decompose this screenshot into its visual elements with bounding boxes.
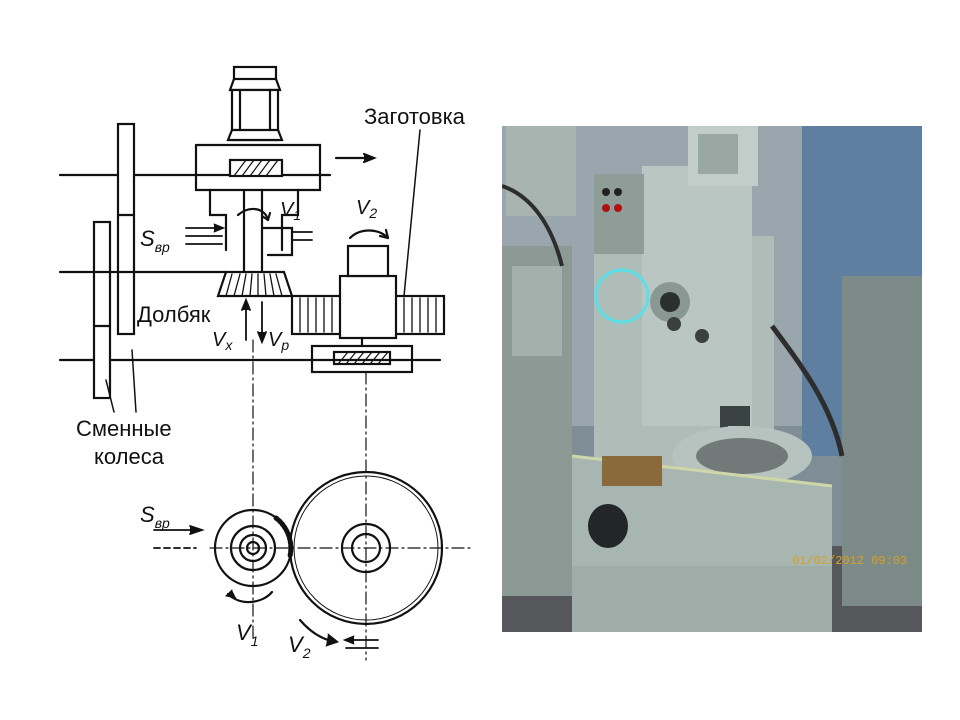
label-change-gears-1: Сменные: [76, 416, 172, 441]
label-v1-bottom: V1: [236, 620, 258, 649]
label-v2-top: V2: [356, 197, 377, 221]
spindle-motor: [226, 65, 284, 142]
label-feed-bottom: Sвр: [140, 502, 170, 531]
lower-table: [58, 344, 442, 374]
gear-shaping-diagram: Заготовка Долбяк Сменные колеса Sвр V1 V…: [58, 65, 471, 661]
control-panel: [594, 174, 644, 254]
shaper-cutter: [216, 270, 294, 298]
upper-housing: [58, 143, 377, 192]
velocity-arrows: [241, 297, 267, 345]
machine-photo: 01/02/2012 09:03: [502, 126, 922, 632]
label-vx: Vx: [212, 329, 233, 353]
change-gears: [58, 122, 228, 413]
label-v1-top: V1: [280, 199, 301, 223]
label-cutter: Долбяк: [137, 302, 211, 327]
label-feed-top: Sвр: [140, 226, 170, 255]
label-v2-bottom: V2: [288, 632, 311, 661]
label-change-gears-2: колеса: [94, 444, 165, 469]
label-workpiece: Заготовка: [364, 104, 466, 129]
label-vp: Vр: [268, 329, 289, 353]
cutter-spindle: [185, 188, 313, 282]
photo-date-stamp: 01/02/2012 09:03: [792, 554, 907, 568]
feed-arrow-bottom: [153, 525, 205, 549]
bottom-workpiece-gear: [288, 470, 444, 649]
workpiece: [290, 129, 446, 352]
